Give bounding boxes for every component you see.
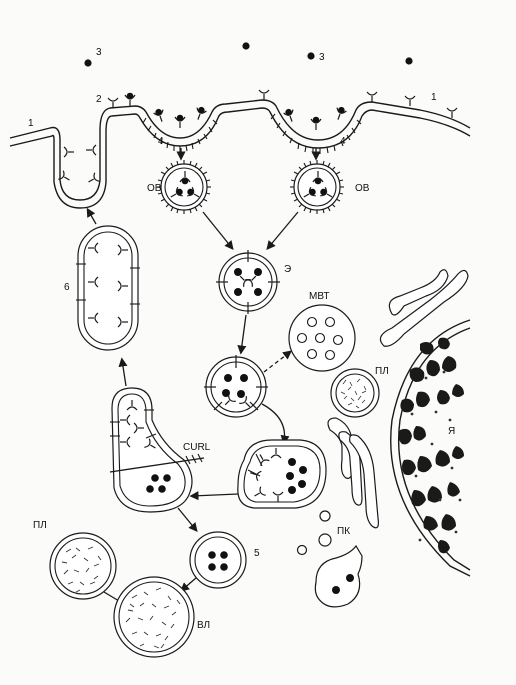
curl-compartment — [110, 388, 192, 512]
small-vesicles — [298, 511, 332, 555]
label-4-right: 4 — [340, 136, 346, 147]
primary-lysosome-top — [331, 369, 379, 417]
label-e: Э — [284, 264, 291, 275]
secondary-lysosome — [114, 577, 194, 657]
label-mvt: МВТ — [309, 291, 329, 302]
label-pk: ПК — [337, 526, 350, 537]
arrow-ov-left-to-e — [203, 212, 232, 248]
pk-vesicle — [315, 546, 362, 607]
free-ligands — [84, 42, 412, 66]
label-5: 5 — [254, 548, 260, 559]
arrow-late-to-curl — [192, 494, 238, 496]
label-ov-left: ОВ — [147, 183, 162, 194]
label-1-left: 1 — [28, 118, 34, 129]
plasma-membrane — [10, 100, 470, 208]
label-2: 2 — [96, 94, 102, 105]
label-3-left: 3 — [96, 47, 102, 58]
surface-receptors — [58, 90, 457, 186]
recycling-vesicle — [76, 226, 140, 350]
coated-vesicle-right — [290, 160, 344, 214]
arrow-curl-to-recycling — [122, 360, 126, 386]
early-endosome — [216, 250, 280, 314]
sorting-endosome — [204, 355, 268, 417]
label-6: 6 — [64, 282, 70, 293]
label-pl-top: ПЛ — [375, 366, 389, 377]
label-3-right: 3 — [319, 52, 325, 63]
label-ya: Я — [448, 426, 455, 437]
transport-vesicle-5 — [190, 532, 246, 588]
primary-lysosome-bottom — [50, 533, 116, 599]
label-pl-bottom: ПЛ — [33, 520, 47, 531]
label-4-left: 4 — [158, 136, 164, 147]
arrow-sorting-to-mvt — [264, 352, 290, 372]
late-endosome — [238, 440, 326, 508]
multivesicular-body — [289, 305, 355, 371]
arrow-recycling-to-membrane — [88, 210, 96, 224]
label-1-right: 1 — [431, 92, 437, 103]
coated-vesicle-left — [157, 160, 211, 214]
arrow-sorting-to-late — [262, 404, 285, 442]
label-curl: CURL — [183, 442, 211, 453]
arrow-5-to-vl — [182, 578, 196, 590]
nucleus — [391, 320, 470, 576]
label-vl: ВЛ — [197, 620, 210, 631]
arrow-e-to-sorting — [241, 315, 246, 352]
arrow-ov-right-to-e — [268, 212, 298, 248]
arrow-curl-to-vesicle-5 — [178, 508, 196, 530]
label-ov-right: ОВ — [355, 183, 370, 194]
